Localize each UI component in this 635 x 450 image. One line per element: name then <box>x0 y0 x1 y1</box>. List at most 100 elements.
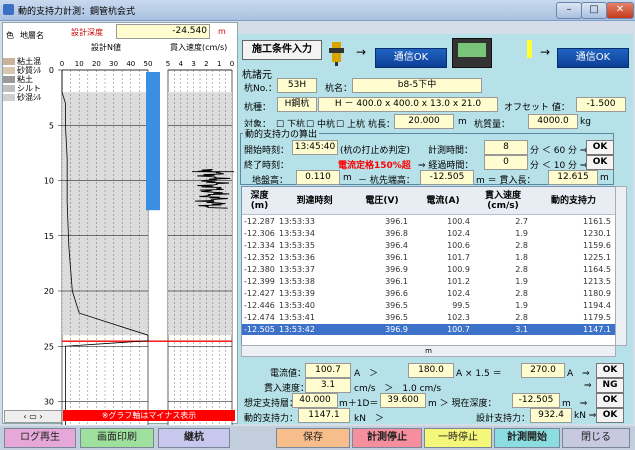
target-lower[interactable]: ☐ 下杭 <box>276 120 305 130</box>
assumed-plus: m＋1D＝ <box>339 399 379 409</box>
n-axis-label: 設計N値 <box>91 43 121 52</box>
v-tick-label: 3 <box>191 60 195 68</box>
pause-button[interactable]: 一時停止 <box>424 428 492 448</box>
left-scrollbar[interactable]: ‹ ▭ › <box>4 410 62 423</box>
table-cell: 396.1 <box>385 253 408 262</box>
interval-cond: 分 ＜ 60 分 ⇒ <box>530 146 588 156</box>
controller-icon <box>452 38 492 68</box>
table-header[interactable]: 動的支持力 <box>532 187 615 215</box>
table-vscroll[interactable] <box>615 186 627 346</box>
length-unit: m <box>458 117 467 127</box>
legend-item: 粘土混 <box>3 56 41 67</box>
stop-measure-button[interactable]: 計測停止 <box>352 428 422 448</box>
table-cell: 100.6 <box>447 241 470 250</box>
mass-unit: kg <box>580 117 591 127</box>
table-cell: 13:53:38 <box>279 277 315 286</box>
current-value: 100.7 <box>305 363 351 378</box>
table-cell: 396.9 <box>385 325 408 334</box>
current-depth-value: -12.505 <box>512 393 560 408</box>
n-tick-label: 10 <box>75 60 84 68</box>
table-header[interactable]: 到達時刻 <box>277 187 353 215</box>
continue-pile-button[interactable]: 継杭 <box>158 428 230 448</box>
table-cell: -12.306 <box>244 229 275 238</box>
table-cell: 1225.1 <box>583 253 611 262</box>
table-cell: 1147.1 <box>583 325 611 334</box>
table-cell: 101.7 <box>447 253 470 262</box>
depth-tick-label: 25 <box>44 342 54 351</box>
speed-arrow: ⇒ <box>584 381 592 391</box>
arrow-2: → <box>540 45 551 59</box>
legend-label: 砂質ｼﾙ <box>17 66 41 75</box>
legend-item: 砂混ｼﾙ <box>3 92 41 103</box>
table-cell: 396.1 <box>385 217 408 226</box>
end-note: 電流定格150%超 <box>338 161 411 171</box>
current-depth-unit: m ⇒ <box>562 399 588 409</box>
dynamic-calc-title: 動的支持力の算出 <box>243 127 320 140</box>
table-cell: 396.4 <box>385 241 408 250</box>
table-cell: -12.427 <box>244 289 275 298</box>
interval-value: 8 <box>484 140 528 155</box>
close-button[interactable]: 閉じる <box>562 428 630 448</box>
minimize-button[interactable]: – <box>556 2 582 19</box>
comm-status-2: 通信OK <box>557 48 629 68</box>
maximize-button[interactable]: □ <box>581 2 607 19</box>
target-middle[interactable]: ☐ 中杭 <box>306 120 335 130</box>
table-cell: 2.8 <box>515 241 528 250</box>
ground-unit: m <box>343 173 352 183</box>
speed-axis-label: 貫入速度(cm/s) <box>170 43 228 52</box>
table-cell: 396.5 <box>385 301 408 310</box>
v-tick-label: 0 <box>230 60 234 68</box>
pile-driver-icon <box>326 40 348 66</box>
table-header[interactable]: 深度 (m) <box>242 187 278 215</box>
table-cell: 3.1 <box>515 325 528 334</box>
table-cell: 1213.5 <box>583 277 611 286</box>
offset-value: -1.500 <box>576 97 626 112</box>
save-button[interactable]: 保存 <box>276 428 350 448</box>
target-upper[interactable]: ☐ 上杭 <box>336 120 365 130</box>
table-cell: 1180.9 <box>583 289 611 298</box>
assumed-current: m ＞ 現在深度： <box>428 399 497 409</box>
table-header[interactable]: 電圧(V) <box>352 187 413 215</box>
color-header: 色 <box>6 31 14 40</box>
pile-bar <box>146 72 160 211</box>
ground-label: 地盤高： <box>252 176 289 186</box>
legend-swatch <box>3 85 15 92</box>
interval-label: 計測時間： <box>428 146 474 156</box>
close-window-button[interactable]: ✕ <box>606 2 634 19</box>
length-value: 20.000 <box>394 114 454 129</box>
speed-trace <box>195 169 231 209</box>
log-replay-button[interactable]: ログ再生 <box>4 428 76 448</box>
table-cell: 13:53:40 <box>279 301 315 310</box>
dyn-support-unit: kN ＞ <box>354 414 384 424</box>
table-hscroll[interactable]: m <box>241 345 616 357</box>
table-header[interactable]: 貫入速度 (cm/s) <box>474 187 533 215</box>
table-cell: 102.3 <box>447 313 470 322</box>
pile-no-label: 杭No.： <box>244 84 277 94</box>
pile-name-value: b8-5下中 <box>352 78 482 93</box>
condition-input-button[interactable]: 施工条件入力 <box>242 40 322 60</box>
speed-value: 3.1 <box>305 378 351 393</box>
table-cell: -12.446 <box>244 301 275 310</box>
print-screen-button[interactable]: 画面印刷 <box>80 428 154 448</box>
table-header[interactable]: 電流(A) <box>412 187 475 215</box>
table-cell: 1230.1 <box>583 229 611 238</box>
measurement-table[interactable]: 深度 (m)到達時刻電圧(V)電流(A)貫入速度 (cm/s)動的支持力 -12… <box>241 186 616 346</box>
end-time-label: 終了時刻： <box>244 161 290 171</box>
start-measure-button[interactable]: 計測開始 <box>494 428 560 448</box>
signal-icon <box>527 40 532 58</box>
n-tick-label: 40 <box>126 60 135 68</box>
table-cell: 102.4 <box>447 229 470 238</box>
design-support-label: 設計支持力： <box>476 414 531 424</box>
table-cell: 99.5 <box>452 301 470 310</box>
offset-label: オフセット 値： <box>504 103 570 113</box>
